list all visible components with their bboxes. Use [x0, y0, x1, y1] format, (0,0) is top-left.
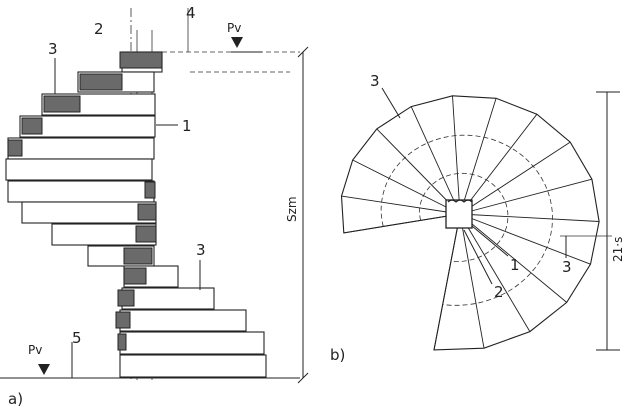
core-section [7, 139, 23, 157]
label-3-top: 3 [48, 40, 58, 58]
stair-step [5, 158, 153, 181]
core-section [43, 95, 81, 113]
core-section [115, 311, 131, 329]
plan-step-line [433, 213, 461, 350]
height-dim-label: Szm [285, 196, 299, 222]
core-section [119, 51, 163, 69]
core-section [117, 289, 135, 307]
label-2: 2 [94, 20, 104, 38]
stair-step [119, 331, 265, 355]
plan-walking-line [380, 134, 553, 306]
label-1-plan: 1 [510, 256, 520, 274]
leader-3-plan-top [381, 87, 401, 119]
label-3-plan-right: 3 [562, 258, 572, 276]
label-5: 5 [72, 329, 82, 347]
elevation-view: Szm Pv Pv 3 2 4 1 3 5 a) [0, 4, 309, 408]
label-3-plan-top: 3 [370, 72, 380, 90]
core-section [117, 333, 127, 351]
label-1: 1 [182, 117, 192, 135]
core-section [137, 203, 157, 221]
core-section [21, 117, 43, 135]
core-section [135, 225, 157, 243]
core-section [79, 73, 123, 91]
plan-step-line [459, 213, 591, 265]
stair-step [119, 354, 267, 378]
pv-top-arrow-icon [231, 37, 243, 48]
plan-step-line [343, 213, 461, 234]
plan-step-line [410, 106, 461, 215]
plan-step-line [459, 213, 485, 349]
plan-step-line [341, 195, 461, 215]
plan-step-line [459, 213, 600, 222]
leader-1-plan [471, 225, 509, 257]
column-detail [447, 199, 473, 203]
plan-step-line [459, 213, 567, 303]
caption-a: a) [8, 390, 23, 408]
dim-tick [297, 46, 309, 58]
label-3-mid: 3 [196, 241, 206, 259]
pv-top-label: Pv [227, 21, 241, 35]
plan-step-line [459, 98, 497, 215]
stair-step [19, 115, 156, 138]
stair-step [119, 309, 247, 332]
label-2-plan: 2 [494, 283, 504, 301]
plan-step-lines [341, 95, 600, 350]
width-dim-label: 21·s [611, 237, 625, 262]
pv-bottom-arrow-icon [38, 364, 50, 375]
stair-step [7, 137, 155, 160]
plan-step-line [352, 159, 461, 215]
label-4: 4 [186, 4, 196, 22]
pv-bottom-label: Pv [28, 343, 42, 357]
core-section [123, 267, 147, 285]
plan-step-line [459, 213, 531, 332]
stair-step [7, 180, 155, 203]
central-column [445, 199, 473, 229]
plan-step-line [452, 95, 461, 215]
core-section [144, 181, 156, 199]
core-section [123, 247, 153, 265]
plan-step-line [459, 141, 571, 215]
plan-step-line [459, 178, 593, 215]
dim-tick [297, 372, 309, 384]
leader-2-plan [463, 229, 493, 285]
stair-step [21, 201, 157, 224]
stair-step [121, 287, 215, 310]
caption-b: b) [330, 346, 345, 364]
plan-view: 21·s 3 1 2 3 b) [330, 72, 625, 364]
plan-step-line [459, 113, 538, 215]
plan-walking-line-2 [419, 172, 509, 262]
